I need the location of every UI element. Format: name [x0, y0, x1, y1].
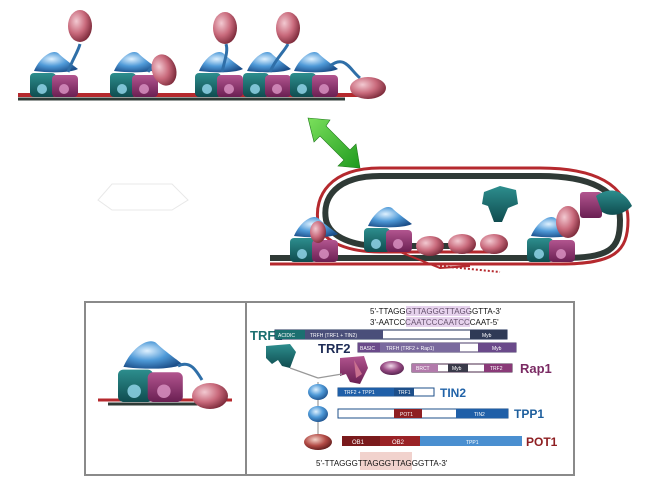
trf-teal-icon [266, 344, 296, 368]
shelterin-complex [110, 51, 158, 97]
pot1-domain-tpp1: TPP1 [466, 440, 479, 446]
tpp1-domain-bar [337, 408, 509, 419]
rap1-domain-trf2: TRF2 [490, 366, 503, 372]
linear-telomere [18, 10, 386, 101]
tin2-domain-trf2-tpp1: TRF2 + TPP1 [344, 390, 375, 396]
pot1-oval [213, 12, 237, 44]
pot1-oval [556, 206, 580, 238]
trf1-domain-trfh: TRFH (TRF1 + TIN2) [310, 333, 357, 339]
pot1-domain-ob2: OB2 [392, 440, 405, 446]
t-loop [270, 166, 632, 273]
pot1-oval [350, 77, 386, 99]
trf1-domain-myb: Myb [482, 333, 492, 339]
tin2-oval [308, 384, 328, 400]
tin2-domain-trf1: TRF1 [398, 390, 411, 396]
pot1-oval [68, 10, 92, 42]
pot1-oval [192, 383, 228, 409]
tpp1-label: TPP1 [514, 407, 544, 421]
trf1-label: TRF1 [250, 328, 283, 343]
pot1-oval [448, 234, 476, 254]
rap1-label: Rap1 [520, 361, 552, 376]
pot1-oval [480, 234, 508, 254]
trf2-domain-myb: Myb [492, 346, 502, 352]
tin2-label: TIN2 [440, 386, 466, 400]
tpp1-oval [308, 406, 328, 422]
pot1-oval [304, 434, 332, 450]
shelterin-complex [30, 51, 78, 97]
ssdna-seq: 5'-TTAGGGTTAGGGTTAGGGTTA-3' [316, 459, 448, 468]
equilibrium-arrow-icon [307, 117, 361, 169]
rap1-domain-brct: BRCT [416, 366, 430, 372]
pot1-label: POT1 [526, 435, 558, 449]
pot1-oval [276, 12, 300, 44]
tin2-domain-bar [337, 387, 435, 397]
rap1-oval [380, 361, 404, 375]
pot1-oval [310, 221, 326, 243]
trf2-domain-bar [357, 342, 517, 353]
pot1-oval [416, 236, 444, 256]
top-strand-seq: 5'-TTAGGGTTAGGGTTAGGGTTA-3' [370, 307, 502, 316]
trf2-domain-trfh: TRFH (TRF2 + Rap1) [386, 346, 435, 352]
trf1-domain-acidic: ACIDIC [278, 333, 295, 339]
rap1-domain-myb: Myb [452, 366, 462, 372]
tpp1-domain-pot1: POT1 [400, 412, 413, 418]
shelterin-complex [195, 51, 243, 97]
trf2-magenta-icon [340, 356, 368, 384]
shelterin-complex [290, 51, 338, 97]
rap1-domain-bar [411, 363, 513, 373]
shelterin-complex [243, 51, 291, 97]
trf2-domain-basic: BASIC [360, 346, 375, 352]
faint-outline [97, 183, 189, 211]
pot1-domain-bar [342, 436, 522, 446]
shelterin-complex [364, 206, 412, 252]
trf2-label: TRF2 [318, 341, 351, 356]
pot1-domain-ob1: OB1 [352, 440, 365, 446]
bottom-panel [84, 301, 575, 476]
bottom-strand-seq: 3'-AATCCCAATCCCAATCCCAAT-5' [370, 318, 499, 327]
pot1-oval [151, 54, 177, 86]
tpp1-domain-tin2: TIN2 [474, 412, 485, 418]
trf1-domain-bar [274, 329, 508, 340]
